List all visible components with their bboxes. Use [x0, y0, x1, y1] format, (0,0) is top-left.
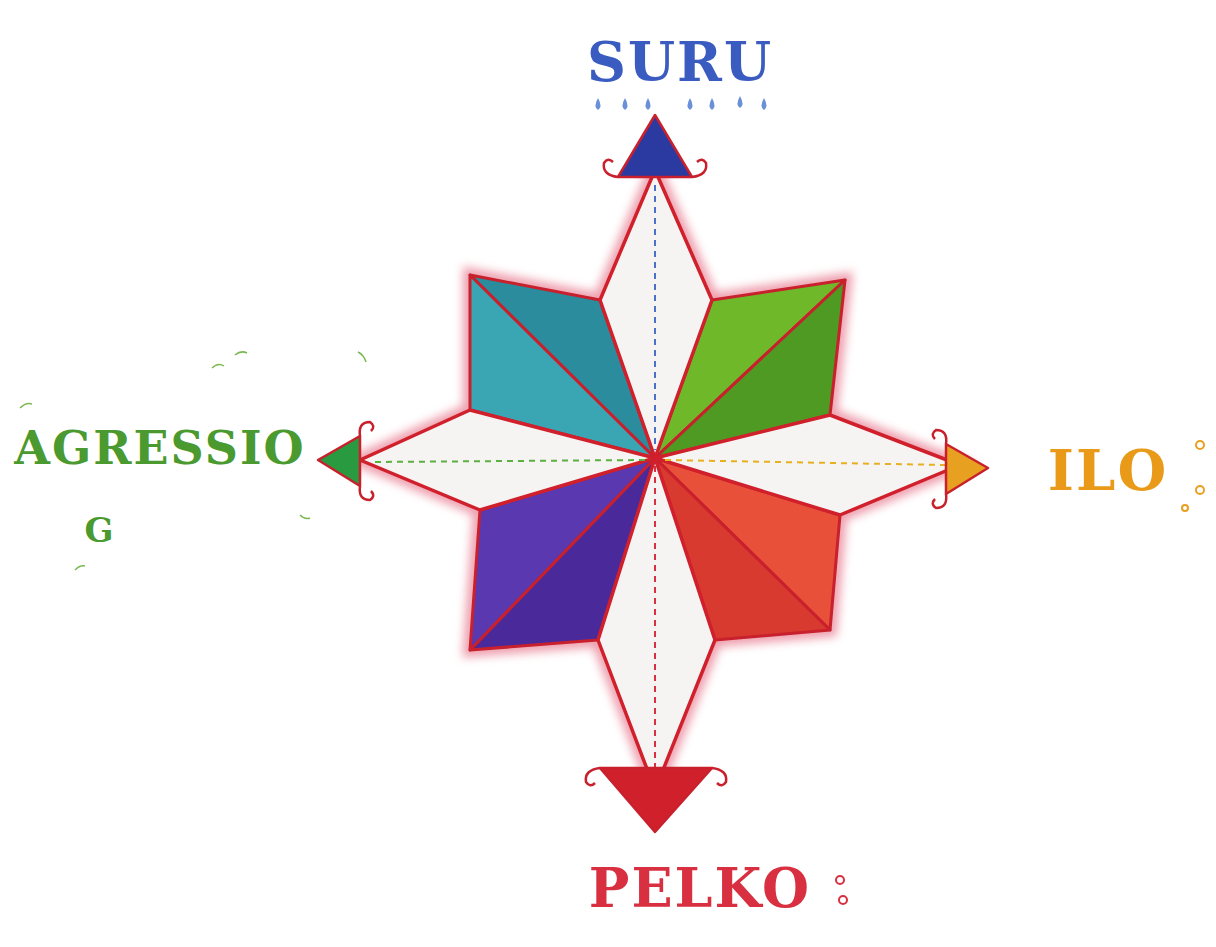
emotion-label: SURU	[587, 35, 773, 89]
axis-patterns	[375, 185, 945, 775]
dots	[1182, 441, 1204, 511]
raindrops	[596, 96, 767, 110]
curls	[360, 160, 947, 786]
dots	[836, 876, 847, 904]
emotion-label: AGRESSIO	[14, 425, 305, 471]
arrow-heads	[318, 115, 988, 832]
emotion-label: G	[84, 513, 115, 547]
emotion-label: PELKO	[589, 861, 811, 915]
star-glow	[360, 170, 960, 790]
emotion-label: ILO	[1048, 442, 1168, 498]
cardinal-rays	[360, 170, 960, 790]
